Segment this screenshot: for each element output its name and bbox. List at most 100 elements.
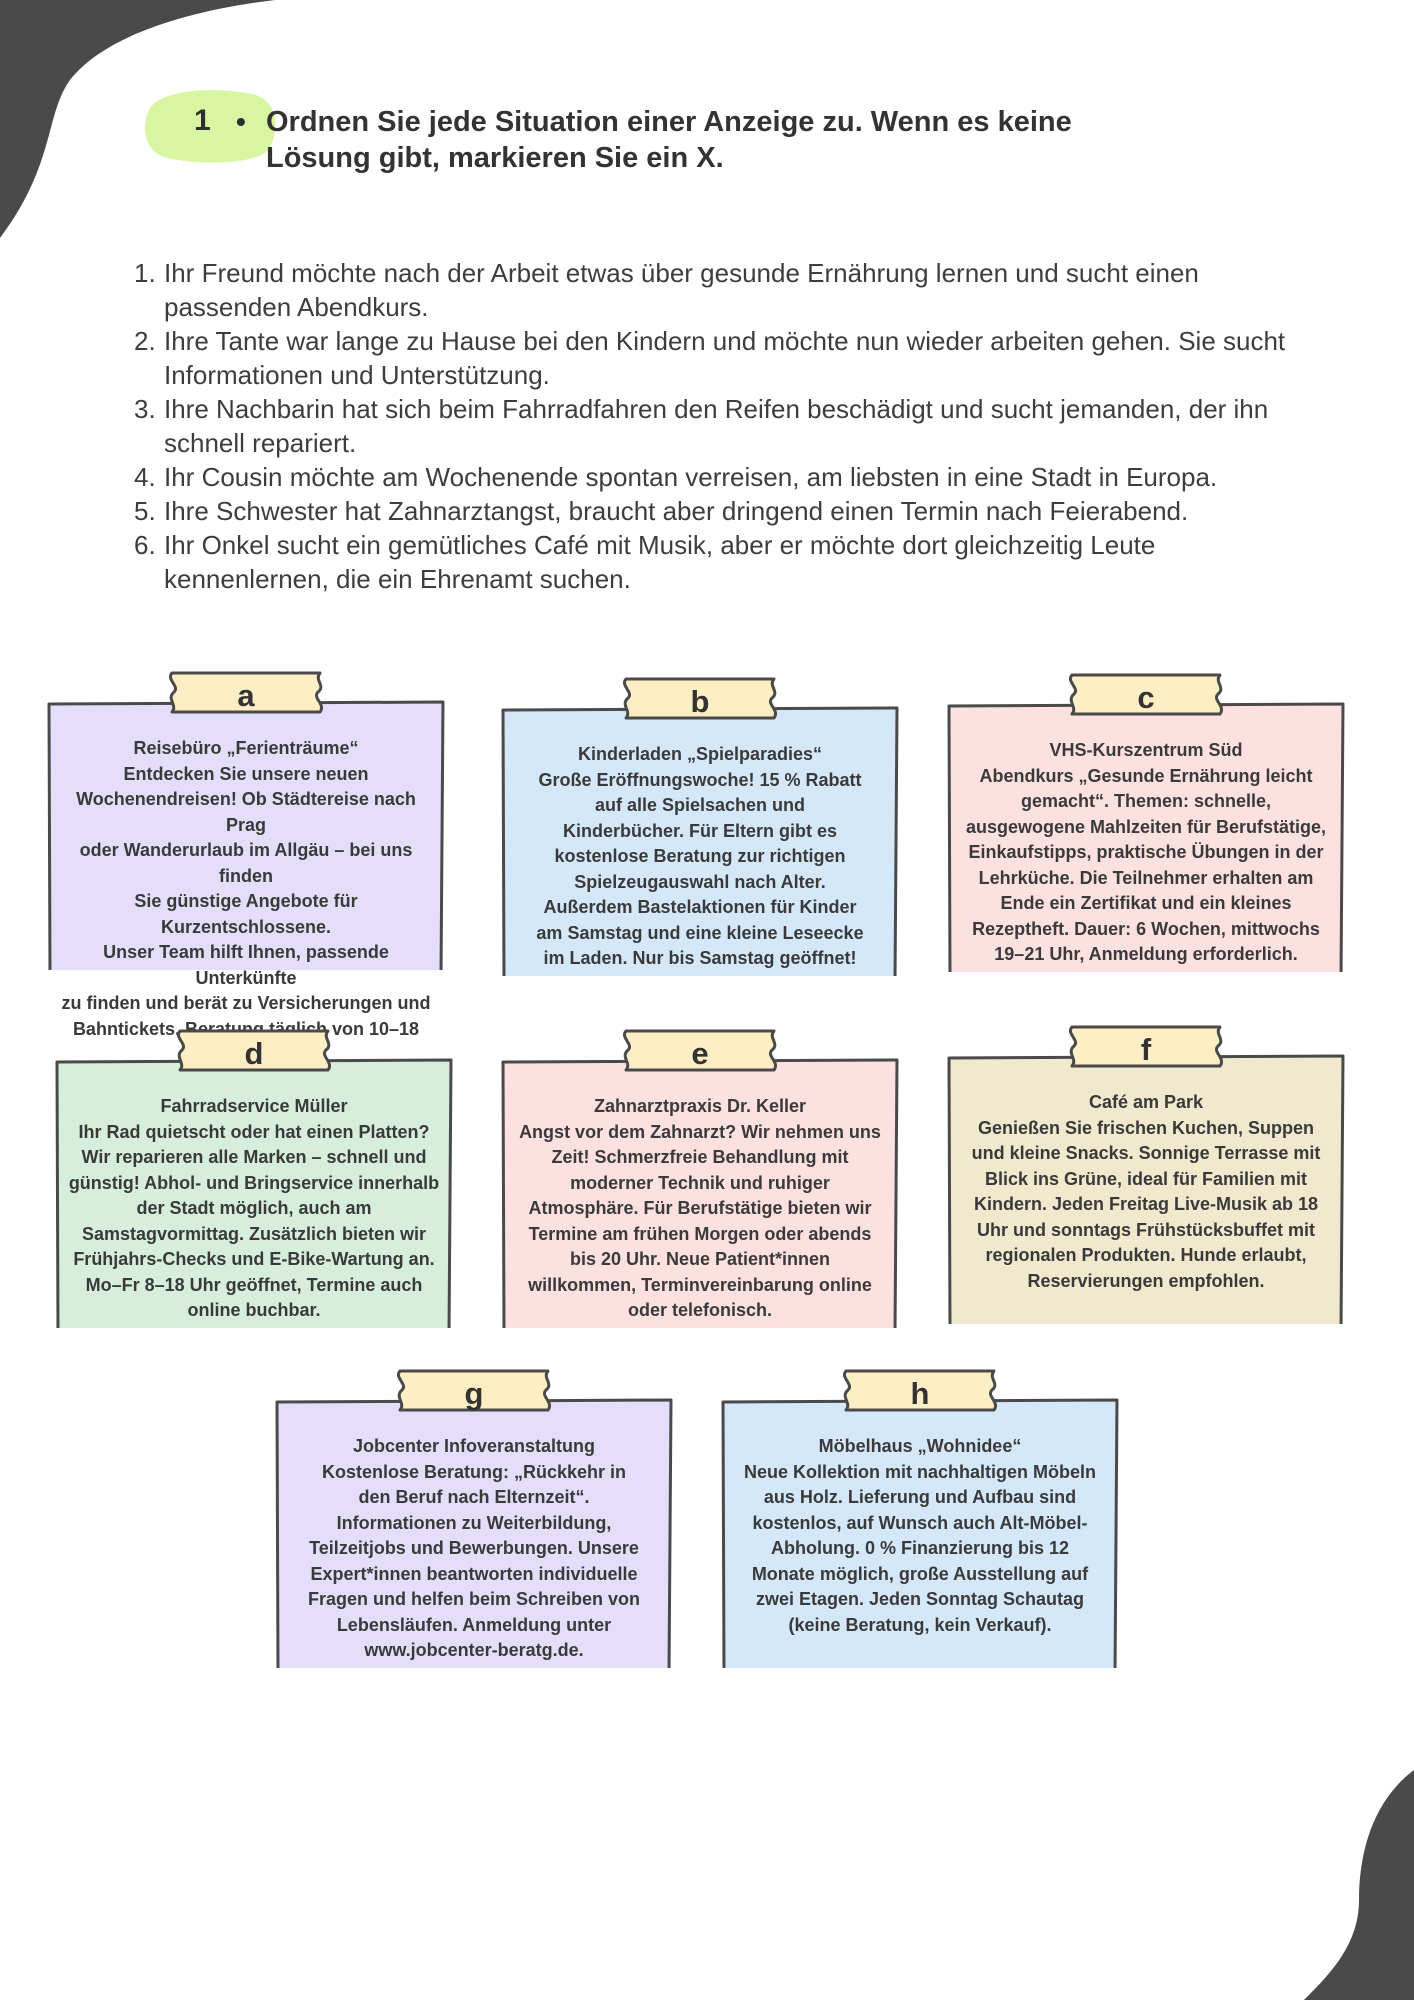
ad-line: oder Wanderurlaub im Allgäu – bei uns fi… (79, 840, 413, 886)
tape-label (177, 1029, 331, 1072)
ad-line: Blick ins Grüne, ideal für Familien mit (984, 1168, 1308, 1189)
ad-line: Spielzeugauswahl nach Alter. (574, 871, 826, 892)
ad-line: Große Eröffnungswoche! 15 % Rabatt (538, 769, 862, 790)
tape-label (623, 1029, 777, 1072)
ad-letter: b (690, 684, 710, 719)
situation-item: 5.Ihre Schwester hat Zahnarztangst, brau… (134, 496, 1189, 526)
ad-line: Lehrküche. Die Teilnehmer erhalten am (978, 867, 1314, 888)
card-frame (275, 1369, 673, 1668)
ad-line: aus Holz. Lieferung und Aufbau sind (763, 1487, 1077, 1507)
situation-text: Ihre Tante war lange zu Hause bei den Ki… (164, 326, 1286, 390)
ad-line: günstig! Abhol- und Bringservice innerha… (68, 1172, 440, 1193)
situation-item: 2.Ihre Tante war lange zu Hause bei den … (134, 326, 1286, 390)
ad-line: Wir reparieren alle Marken – schnell und (81, 1147, 427, 1167)
ad-line: der Stadt möglich, auch am (136, 1198, 372, 1218)
card-frame (947, 1025, 1345, 1324)
ad-line: Wochenendreisen! Ob Städtereise nach Pra… (76, 789, 416, 835)
tape-label (1069, 673, 1223, 716)
tape-label (623, 677, 777, 720)
ad-line: zwei Etagen. Jeden Sonntag Schautag (755, 1589, 1085, 1609)
situation-item: 1.Ihr Freund möchte nach der Arbeit etwa… (134, 258, 1199, 322)
ad-line: Expert*innen beantworten individuelle (310, 1563, 638, 1584)
ad-line: Lebensläufen. Anmeldung unter (336, 1614, 612, 1635)
ad-line: Samstagvormittag. Zusätzlich bieten wir (81, 1223, 427, 1244)
situation-text: Ihre Schwester hat Zahnarztangst, brauch… (164, 496, 1189, 526)
ad-line: oder telefonisch. (627, 1300, 773, 1320)
ad-letter: a (237, 678, 255, 713)
situation-list: 1.Ihr Freund möchte nach der Arbeit etwa… (134, 256, 1314, 596)
ad-line: Kinderbücher. Für Eltern gibt es (562, 820, 838, 841)
ad-line: Fahrradservice Müller (160, 1096, 348, 1116)
situation-item: 3.Ihre Nachbarin hat sich beim Fahrradfa… (134, 394, 1269, 458)
ad-letter: e (691, 1036, 709, 1071)
ad-line: Termine am frühen Morgen oder abends (528, 1223, 872, 1244)
ad-line: Zahnarztpraxis Dr. Keller (593, 1096, 807, 1116)
ad-line: Reservierungen empfohlen. (1027, 1270, 1265, 1291)
card-frame (947, 673, 1345, 972)
situation-text: Ihr Onkel sucht ein gemütliches Café mit… (164, 530, 1156, 594)
ad-line: moderner Technik und ruhiger (570, 1172, 830, 1193)
ad-line: www.jobcenter-beratg.de. (364, 1640, 584, 1660)
ad-line: und kleine Snacks. Sonnige Terrasse mit (971, 1143, 1321, 1163)
card-frame (501, 677, 899, 976)
corner-blob-top-left (0, 0, 275, 238)
ad-line: Mo–Fr 8–18 Uhr geöffnet, Termine auch (85, 1274, 423, 1295)
ad-line: Ihr Rad quietscht oder hat einen Platten… (78, 1121, 430, 1142)
ad-line: Fragen und helfen beim Schreiben von (307, 1589, 641, 1609)
ad-line: Angst vor dem Zahnarzt? Wir nehmen uns (519, 1121, 881, 1142)
card-frame (501, 1029, 899, 1328)
card-frame (721, 1369, 1119, 1668)
highlight-marker (144, 90, 276, 163)
ad-line: bis 20 Uhr. Neue Patient*innen (569, 1249, 831, 1269)
situation-text: Ihr Freund möchte nach der Arbeit etwas … (164, 258, 1199, 322)
ad-line: Teilzeitjobs und Bewerbungen. Unsere (309, 1538, 639, 1558)
ad-line: Ende ein Zertifikat und ein kleines (1000, 893, 1292, 913)
ad-line: Jobcenter Infoveranstaltung (352, 1436, 596, 1456)
bullet-icon: • (236, 106, 246, 137)
ad-line: Außerdem Bastelaktionen für Kinder (543, 897, 857, 917)
ad-line: Genießen Sie frischen Kuchen, Suppen (977, 1117, 1315, 1138)
ad-line: kostenlose Beratung zur richtigen (554, 846, 846, 866)
ad-line: Möbelhaus „Wohnidee“ (818, 1436, 1022, 1456)
ad-line: Monate möglich, große Ausstellung auf (751, 1563, 1089, 1584)
ad-line: Rezeptheft. Dauer: 6 Wochen, mittwochs (972, 918, 1320, 939)
ad-line: Unser Team hilft Ihnen, passende Unterkü… (103, 942, 389, 988)
ad-line: online buchbar. (187, 1300, 321, 1320)
ad-line: Frühjahrs-Checks und E-Bike-Wartung an. (73, 1249, 435, 1269)
ad-line: Einkaufstipps, praktische Übungen in der (968, 842, 1324, 862)
ad-line: Reisebüro „Ferienträume“ (133, 738, 359, 758)
ad-text: Kinderladen „Spielparadies“Große Eröffnu… (508, 742, 892, 972)
task-number: 1 (194, 104, 211, 137)
ad-line: ausgewogene Mahlzeiten für Berufstätige, (965, 816, 1327, 837)
ad-line: Café am Park (1088, 1092, 1204, 1112)
ad-letter: f (1140, 1032, 1152, 1067)
ad-line: regionalen Produkten. Hunde erlaubt, (985, 1245, 1307, 1265)
ad-text: Möbelhaus „Wohnidee“ Neue Kollektion mit … (728, 1434, 1112, 1638)
ad-letter: h (910, 1376, 930, 1411)
ad-line: willkommen, Terminvereinbarung online (528, 1274, 872, 1295)
ad-line: zu finden und berät zu Versicherungen un… (61, 993, 431, 1013)
ad-line: VHS-Kurszentrum Süd (1049, 740, 1243, 760)
ad-line: Abholung. 0 % Finanzierung bis 12 (770, 1538, 1070, 1558)
ad-line: Abendkurs „Gesunde Ernährung leicht (979, 765, 1313, 786)
corner-blob-bottom-right (1304, 1770, 1414, 2000)
tape-label (1069, 1025, 1223, 1068)
ad-line: Sie günstige Angebote für Kurzentschloss… (134, 891, 358, 937)
ad-letter: g (464, 1376, 484, 1411)
ad-line: Neue Kollektion mit nachhaltigen Möbeln (743, 1461, 1097, 1482)
ad-line: (keine Beratung, kein Verkauf). (788, 1614, 1052, 1635)
situation-item: 4.Ihr Cousin möchte am Wochenende sponta… (134, 462, 1218, 492)
ad-line: am Samstag und eine kleine Leseecke (536, 922, 864, 943)
ad-line: im Laden. Nur bis Samstag geöffnet! (543, 948, 857, 968)
